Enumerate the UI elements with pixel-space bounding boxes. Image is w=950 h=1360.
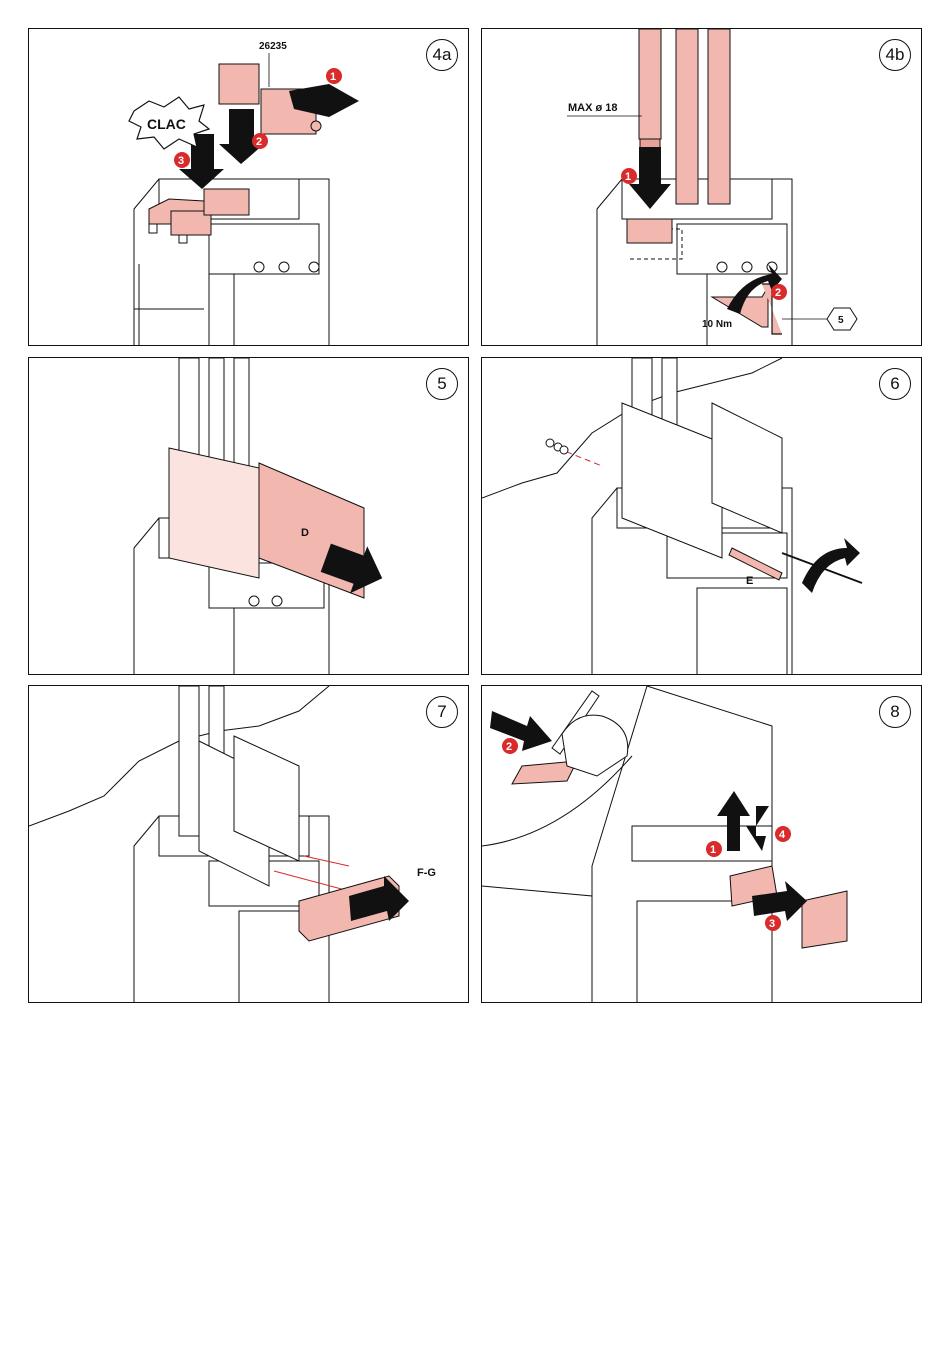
marker-1: 1 — [706, 841, 722, 857]
marker-4: 4 — [775, 826, 791, 842]
part-d-label: D — [301, 527, 309, 539]
svg-text:4: 4 — [779, 829, 786, 841]
svg-text:1: 1 — [710, 844, 716, 856]
illustration-5: D — [29, 358, 469, 675]
panel-step-8: 8 1 2 3 4 — [481, 685, 922, 1003]
part-e-label: E — [746, 575, 753, 587]
part-fg-label: F-G — [417, 867, 436, 879]
torque-label: 10 Nm — [702, 319, 732, 330]
illustration-8: 1 2 3 4 — [482, 686, 922, 1003]
marker-2: 2 — [502, 738, 518, 754]
part-number-label: 26235 — [259, 41, 287, 52]
marker-1: 1 — [326, 68, 342, 84]
marker-3: 3 — [765, 915, 781, 931]
svg-text:3: 3 — [769, 918, 775, 930]
svg-text:1: 1 — [330, 71, 336, 83]
panel-step-4a: 4a CLAC 26 — [28, 28, 469, 346]
illustration-7: F-G — [29, 686, 469, 1003]
marker-3: 3 — [174, 152, 190, 168]
illustration-4a: CLAC 26235 1 2 3 — [29, 29, 469, 346]
svg-text:1: 1 — [625, 171, 631, 183]
illustration-6: E — [482, 358, 922, 675]
panel-step-5: 5 D — [28, 357, 469, 675]
panel-step-4b: 4b MAX ø 18 10 Nm — [481, 28, 922, 346]
clac-label: CLAC — [147, 116, 186, 132]
marker-1: 1 — [621, 168, 637, 184]
marker-2: 2 — [252, 133, 268, 149]
svg-text:2: 2 — [256, 136, 262, 148]
illustration-4b: MAX ø 18 10 Nm 5 1 2 — [482, 29, 922, 346]
svg-text:2: 2 — [775, 287, 781, 299]
cable-diameter-label: MAX ø 18 — [568, 102, 618, 114]
marker-2: 2 — [771, 284, 787, 300]
svg-text:3: 3 — [178, 155, 184, 167]
tool-size-label: 5 — [838, 315, 844, 326]
panel-step-6: 6 E — [481, 357, 922, 675]
panel-step-7: 7 F-G — [28, 685, 469, 1003]
svg-text:2: 2 — [506, 741, 512, 753]
